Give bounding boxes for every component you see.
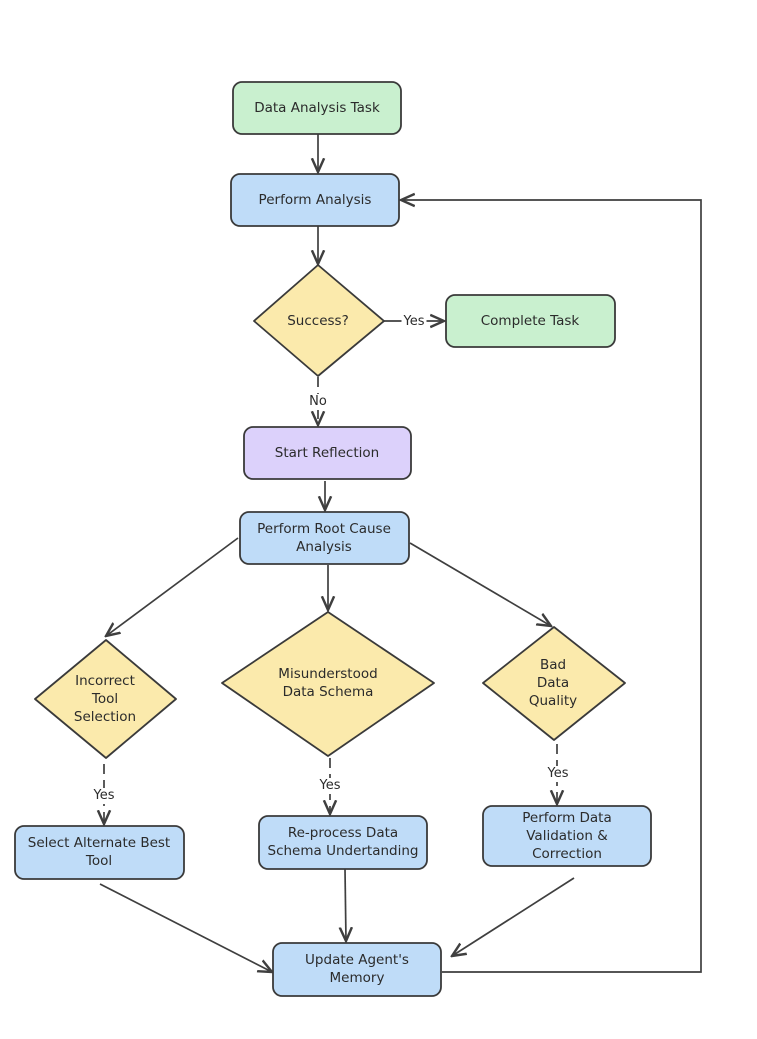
node-complete-task bbox=[445, 294, 616, 348]
node-start-reflection bbox=[243, 426, 412, 480]
edge-label-yes-tool: Yes bbox=[91, 788, 117, 804]
edge-label-no-reflection: No bbox=[307, 394, 329, 410]
label-start-reflection: Start Reflection bbox=[274, 445, 380, 461]
edge-validation-to-memory bbox=[452, 877, 575, 956]
node-select-alternate-tool bbox=[14, 825, 185, 880]
edge-reprocess-to-memory bbox=[345, 868, 346, 941]
node-misunderstood-schema-decision bbox=[221, 611, 435, 757]
node-data-validation bbox=[482, 805, 652, 867]
edge-label-yes-complete: Yes bbox=[401, 314, 427, 330]
node-data-analysis-task bbox=[232, 81, 402, 135]
node-perform-analysis bbox=[230, 173, 400, 227]
edge-rootcause-to-tool bbox=[106, 537, 239, 636]
edge-memory-loop-to-analysis bbox=[401, 200, 702, 973]
node-incorrect-tool-decision bbox=[34, 639, 177, 759]
node-root-cause-analysis bbox=[239, 511, 410, 565]
node-reprocess-schema bbox=[258, 815, 428, 870]
label-perform-analysis: Perform Analysis bbox=[258, 192, 372, 208]
node-update-memory bbox=[272, 942, 442, 997]
edge-rootcause-to-quality bbox=[409, 542, 551, 626]
node-success-decision bbox=[253, 264, 385, 377]
edge-label-yes-quality: Yes bbox=[545, 766, 571, 782]
label-data-analysis-task: Data Analysis Task bbox=[254, 100, 380, 116]
edge-label-yes-schema: Yes bbox=[317, 778, 343, 794]
edge-select-to-memory bbox=[99, 883, 272, 972]
label-complete-task: Complete Task bbox=[480, 313, 580, 329]
label-success: Success? bbox=[287, 313, 349, 329]
node-bad-data-quality-decision bbox=[482, 626, 626, 741]
